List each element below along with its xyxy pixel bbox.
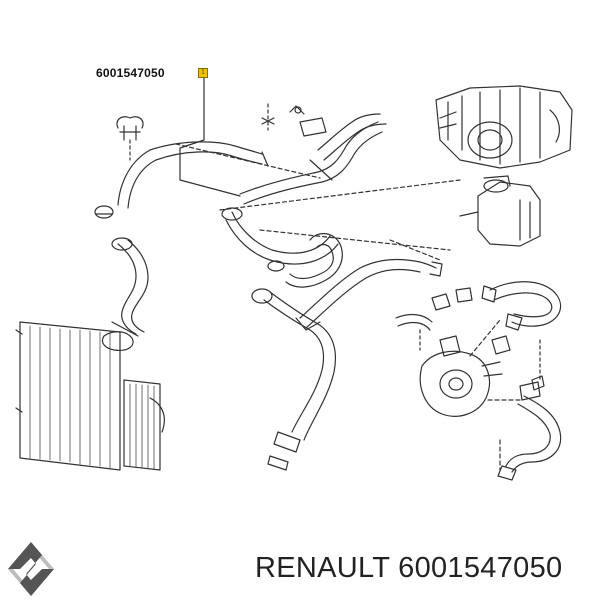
radiator [15, 321, 165, 471]
hose-parallel-upper [317, 113, 387, 161]
engine-block [435, 85, 573, 169]
guide-lines-lower [469, 319, 521, 471]
renault-logo-icon [8, 542, 54, 596]
clamp-top-left [116, 116, 144, 161]
pipe-right-upper [481, 281, 562, 331]
expansion-tank [459, 175, 541, 247]
hose-radiator-left [101, 237, 149, 351]
hose-upper-main [117, 141, 269, 209]
footer-caption: RENAULT 6001547050 [255, 552, 563, 584]
hose-right-lower [497, 375, 562, 481]
callout-marker: 1 [198, 68, 208, 78]
fittings-right-middle [395, 287, 541, 381]
fitting-center-top [261, 103, 327, 137]
thermostat-housing [419, 335, 503, 417]
hose-long-pump [299, 258, 443, 329]
clamp-hose-end-left [94, 205, 114, 219]
hose-small-curved [285, 233, 343, 288]
guide-lines [175, 143, 461, 261]
hose-lower-middle [221, 207, 339, 272]
part-number-label: 6001547050 [96, 66, 165, 80]
callout-leader-line [179, 77, 241, 197]
hose-large-lower [251, 288, 337, 471]
hose-middle-engine [239, 121, 383, 205]
